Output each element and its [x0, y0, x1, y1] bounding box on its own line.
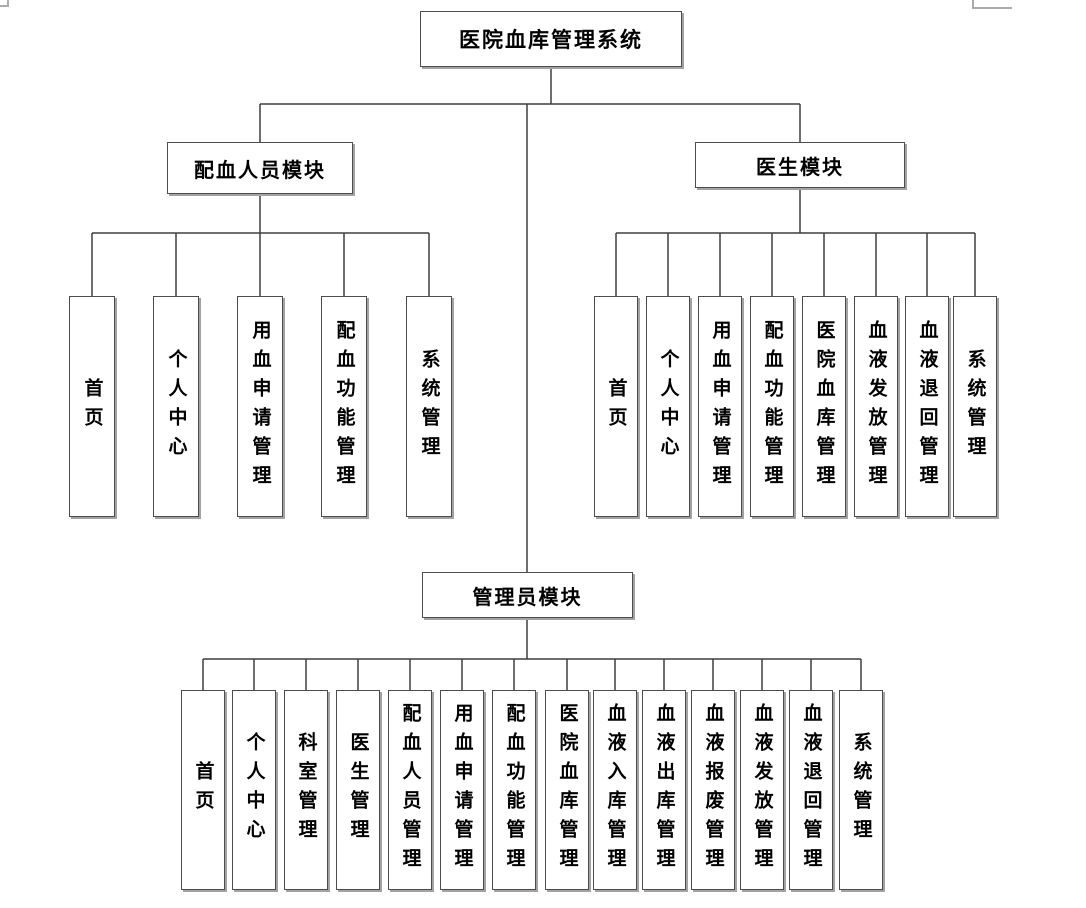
node-label: 个人中心 [165, 348, 188, 465]
leaf-node-blood-return-mgmt: 血液退回管理 [905, 296, 949, 517]
leaf-node-system-mgmt: 系统管理 [406, 296, 452, 517]
leaf-node-blood-issue-mgmt: 血液发放管理 [740, 690, 784, 890]
leaf-node-system-mgmt: 系统管理 [839, 690, 883, 890]
node-label: 系统管理 [850, 732, 873, 848]
node-label: 配血人员管理 [399, 703, 422, 877]
node-label: 配血功能管理 [333, 319, 356, 494]
leaf-node-blood-issue-mgmt: 血液发放管理 [854, 296, 898, 517]
node-label: 科室管理 [295, 732, 318, 848]
node-label: 血液报废管理 [702, 703, 725, 877]
leaf-node-home: 首页 [181, 690, 225, 890]
node-label: 医生模块 [756, 154, 844, 179]
leaf-node-blood-use-request-mgmt: 用血申请管理 [440, 690, 484, 890]
node-label: 配血人员模块 [194, 157, 326, 182]
table-corner-marks [0, 0, 1012, 9]
leaf-node-personal-center: 个人中心 [232, 690, 276, 890]
leaf-node-personal-center: 个人中心 [646, 296, 690, 517]
leaf-node-blood-return-mgmt: 血液退回管理 [789, 690, 833, 890]
node-label: 血液出库管理 [653, 703, 676, 877]
leaf-node-blood-inbound-mgmt: 血液入库管理 [593, 690, 637, 890]
tree-connectors [91, 67, 976, 690]
leaf-node-blood-scrap-mgmt: 血液报废管理 [691, 690, 735, 890]
leaf-node-doctor-mgmt: 医生管理 [336, 690, 380, 890]
leaf-node-hospital-blood-bank-mgmt: 医院血库管理 [545, 690, 589, 890]
node-label: 配血功能管理 [761, 319, 784, 494]
leaf-node-system-mgmt: 系统管理 [953, 296, 997, 517]
node-label: 个人中心 [657, 348, 680, 465]
root-node-hospital-blood-bank-system: 医院血库管理系统 [420, 11, 682, 67]
node-label: 首页 [605, 377, 628, 436]
module-node-doctor-module: 医生模块 [695, 142, 905, 188]
node-label: 系统管理 [418, 348, 441, 465]
leaf-node-blood-matching-function-mgmt: 配血功能管理 [492, 690, 536, 890]
node-label: 血液入库管理 [604, 703, 627, 877]
node-label: 血液发放管理 [751, 703, 774, 877]
leaf-node-hospital-blood-bank-mgmt: 医院血库管理 [802, 296, 846, 517]
node-label: 系统管理 [964, 348, 987, 465]
leaf-node-blood-matching-staff-mgmt: 配血人员管理 [388, 690, 432, 890]
leaf-node-department-mgmt: 科室管理 [284, 690, 328, 890]
node-label: 用血申请管理 [249, 319, 272, 494]
node-label: 血液退回管理 [916, 319, 939, 494]
leaf-node-blood-matching-function-mgmt: 配血功能管理 [750, 296, 794, 517]
node-label: 首页 [192, 761, 215, 819]
node-label: 管理员模块 [472, 584, 583, 609]
node-label: 首页 [81, 377, 104, 436]
node-label: 血液退回管理 [800, 703, 823, 877]
node-label: 医院血库管理 [556, 703, 579, 877]
leaf-node-blood-use-request-mgmt: 用血申请管理 [698, 296, 742, 517]
node-label: 医院血库管理 [813, 319, 836, 494]
node-label: 个人中心 [243, 732, 266, 848]
leaf-node-personal-center: 个人中心 [153, 296, 199, 517]
leaf-node-blood-outbound-mgmt: 血液出库管理 [642, 690, 686, 890]
node-label: 医院血库管理系统 [459, 28, 643, 52]
node-label: 医生管理 [347, 732, 370, 848]
leaf-node-blood-use-request-mgmt: 用血申请管理 [237, 296, 283, 517]
leaf-node-home: 首页 [69, 296, 115, 517]
node-label: 用血申请管理 [709, 319, 732, 494]
leaf-node-home: 首页 [594, 296, 638, 517]
module-node-blood-matching-staff-module: 配血人员模块 [167, 142, 353, 194]
node-label: 血液发放管理 [865, 319, 888, 494]
module-node-admin-module: 管理员模块 [422, 572, 633, 618]
leaf-node-blood-matching-function-mgmt: 配血功能管理 [321, 296, 367, 517]
node-label: 配血功能管理 [503, 703, 526, 877]
node-label: 用血申请管理 [451, 703, 474, 877]
